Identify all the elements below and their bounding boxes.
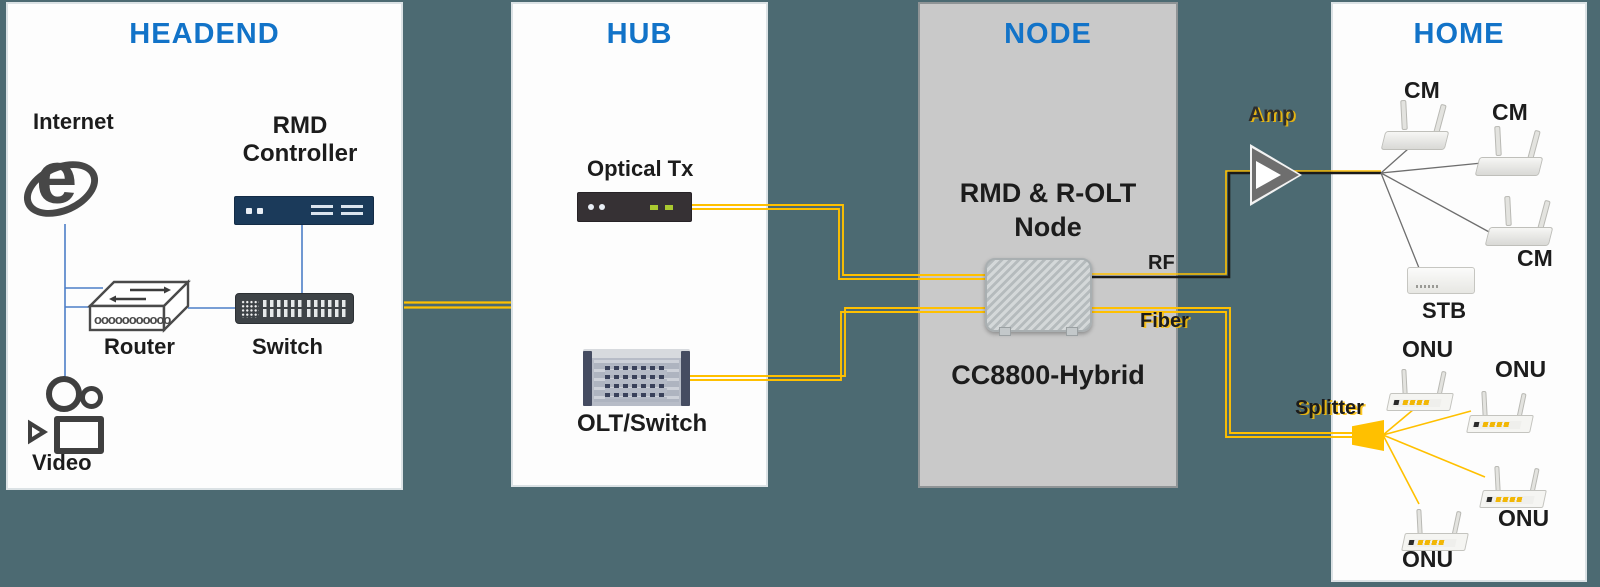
cm-body	[1474, 157, 1544, 176]
cm-label: CM	[1517, 245, 1553, 271]
cm-label: CM	[1404, 77, 1440, 103]
onu-label: ONU	[1498, 505, 1550, 531]
node-name-line1: RMD & R-OLT	[959, 178, 1137, 208]
node-foot	[1066, 327, 1078, 336]
camera-reel	[46, 376, 82, 412]
internet-label: Internet	[33, 109, 114, 134]
rf-label: RF	[1148, 252, 1175, 274]
onu-device	[1466, 385, 1534, 433]
node-model-label: CC8800-Hybrid	[951, 360, 1145, 390]
olt-modules	[605, 365, 667, 399]
stb-device	[1407, 267, 1475, 294]
cm-body	[1380, 131, 1450, 150]
node-foot	[999, 327, 1011, 336]
onu-label: ONU	[1402, 336, 1454, 362]
rmd-controller-label: RMD Controller	[242, 112, 358, 167]
onu-label: ONU	[1495, 356, 1547, 382]
camera-reel	[80, 386, 103, 409]
optical-tx-device	[577, 192, 692, 222]
optical-tx-led	[599, 204, 605, 210]
onu-body	[1386, 393, 1454, 411]
cc8800-node-device	[985, 258, 1092, 336]
node-device-name: RMD & R-OLT Node	[918, 176, 1178, 244]
cm-body	[1484, 227, 1554, 246]
onu-body	[1466, 415, 1534, 433]
camera-body	[54, 416, 104, 454]
antenna	[1494, 125, 1502, 157]
svg-text:ooooooooooo: ooooooooooo	[94, 312, 171, 327]
cm-device	[1380, 96, 1450, 150]
node-title: NODE	[1004, 18, 1092, 50]
olt-switch-device	[583, 349, 690, 406]
cm-device	[1474, 122, 1544, 176]
onu-ports	[1406, 539, 1457, 547]
onu-body	[1401, 533, 1469, 551]
switch-device	[235, 293, 354, 324]
onu-body	[1479, 490, 1547, 508]
antenna	[1433, 103, 1447, 135]
antenna	[1504, 195, 1512, 227]
cm-device	[1484, 192, 1554, 246]
switch-label: Switch	[252, 334, 323, 359]
fiber-label: Fiber	[1140, 310, 1189, 332]
node-section-box: NODE	[918, 2, 1178, 488]
cm-label: CM	[1492, 99, 1528, 125]
olt-switch-label: OLT/Switch	[577, 410, 708, 437]
onu-ports	[1471, 421, 1522, 429]
onu-device	[1401, 503, 1469, 551]
antenna	[1416, 508, 1423, 536]
video-camera-icon	[28, 376, 104, 454]
antenna	[1401, 368, 1408, 396]
switch-led-matrix	[241, 300, 259, 318]
onu-ports	[1391, 399, 1442, 407]
controller-led	[246, 208, 252, 214]
antenna	[1537, 199, 1551, 231]
olt-rail	[583, 351, 592, 406]
amp-label: Amp	[1248, 103, 1295, 126]
headend-title: HEADEND	[129, 18, 280, 50]
ie-letter: e	[36, 136, 78, 219]
amp-icon	[1250, 144, 1302, 206]
node-name-line2: Node	[1014, 212, 1082, 242]
antenna	[1400, 99, 1408, 131]
switch-port-bank	[263, 300, 303, 317]
onu-device	[1386, 363, 1454, 411]
controller-led	[257, 208, 263, 214]
onu-device	[1479, 460, 1547, 508]
internet-explorer-icon: e	[15, 138, 107, 228]
stb-label: STB	[1422, 298, 1466, 323]
camera-lens-inner	[32, 427, 40, 437]
olt-rail	[681, 351, 690, 406]
antenna	[1481, 390, 1488, 418]
controller-vent	[341, 205, 363, 215]
antenna	[1494, 465, 1501, 493]
rmd-controller-device	[234, 196, 374, 225]
optical-tx-green-led	[650, 205, 658, 210]
router-icon: ooooooooooo	[87, 279, 191, 333]
optical-tx-label: Optical Tx	[587, 156, 694, 181]
splitter-label: Splitter	[1295, 397, 1364, 419]
onu-ports	[1484, 496, 1535, 504]
stb-vents	[1416, 285, 1440, 288]
video-label: Video	[32, 450, 92, 475]
switch-port-bank	[307, 300, 347, 317]
headend-hub-fiber-trunk	[404, 301, 511, 309]
router-label: Router	[104, 334, 175, 359]
hub-title: HUB	[606, 18, 673, 50]
antenna	[1527, 129, 1541, 161]
optical-tx-led	[588, 204, 594, 210]
controller-vent	[311, 205, 333, 215]
home-title: HOME	[1413, 18, 1505, 50]
